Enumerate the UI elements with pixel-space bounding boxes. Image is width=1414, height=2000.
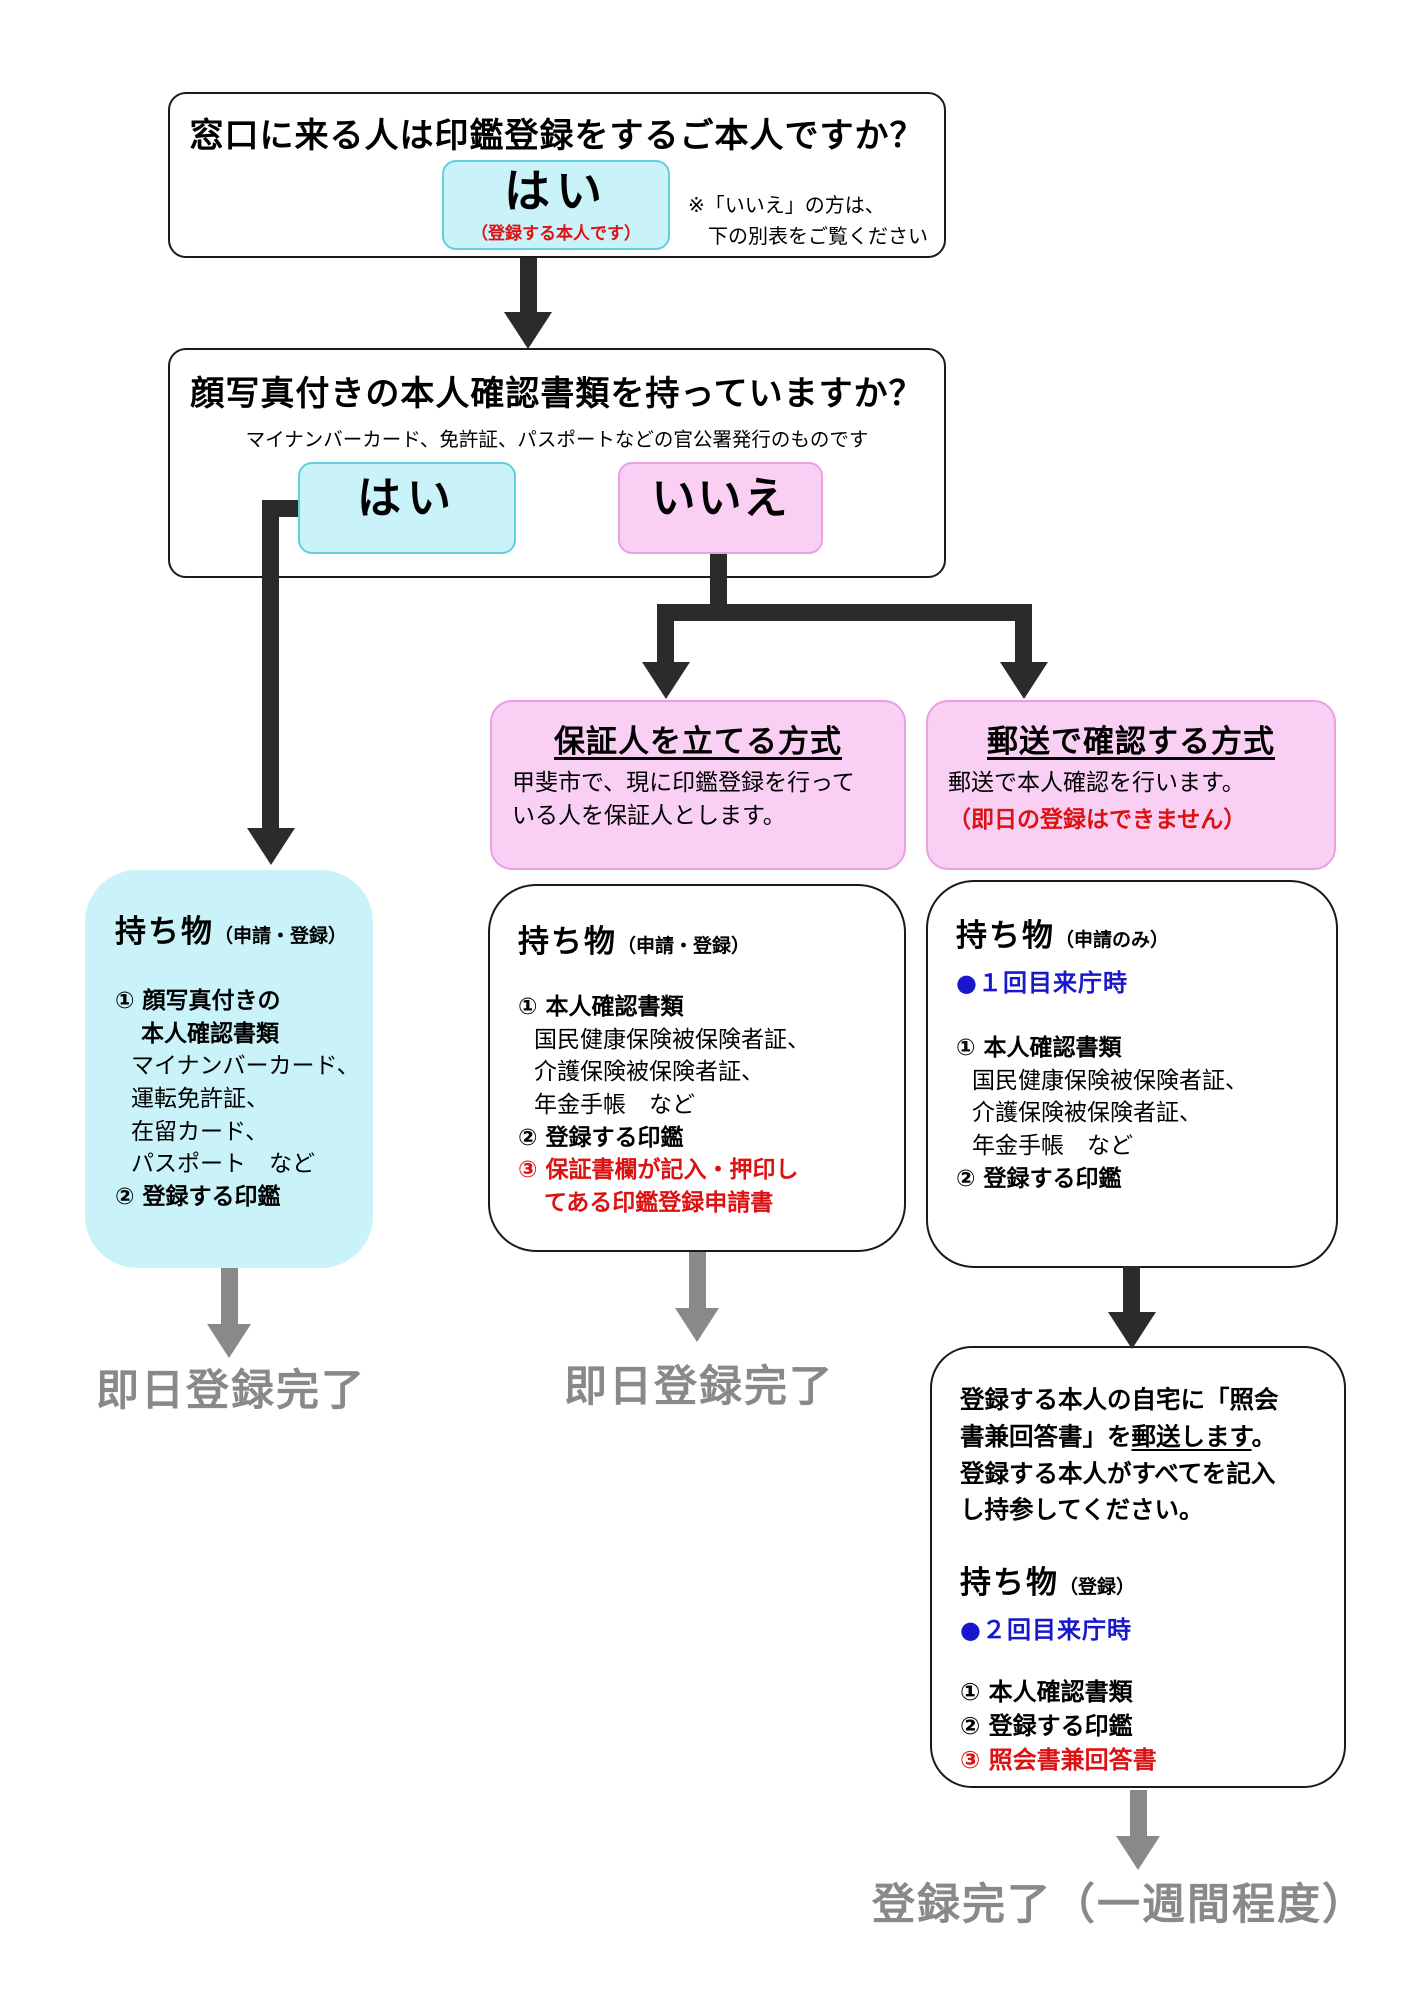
question2-yes-button: はい [298,462,516,554]
photo-id-items-box: 持ち物（申請・登録） ① 顔写真付きの 本人確認書類 マイナンバーカード、 運転… [85,870,373,1268]
no-branch-stem [710,552,727,620]
followup-para-line2c: 。 [1251,1421,1277,1451]
final-outcome-label: 登録完了（一週間程度） [872,1880,1367,1930]
yes-branch-arrowhead [247,828,295,865]
no-branch-left-vertical [657,604,674,664]
followup-item-1: ① 本人確認書類 [960,1678,1133,1706]
mail-heading-text: 持ち物 [956,918,1055,954]
photo-id-item-1: ① 顔写真付きの [115,988,281,1014]
question2-yes-label: はい [357,473,457,524]
mail-followup-box: 登録する本人の自宅に「照会 書兼回答書」を郵送します。 登録する本人がすべてを記… [930,1346,1346,1788]
no-branch-left-arrowhead [642,662,690,699]
side-note-line1: ※「いいえ」の方は、 [688,193,885,217]
photo-id-item-2: ② 登録する印鑑 [115,1183,281,1210]
photo-id-heading-text: 持ち物 [115,914,214,950]
mail-items-box: 持ち物（申請のみ） ●１回目来庁時 ① 本人確認書類 国民健康保険被保険者証、 … [926,880,1338,1268]
no-branch-horizontal-bar [657,604,1032,621]
yes-branch-vertical-segment [262,500,279,830]
photo-id-example-1: マイナンバーカード、 [131,1053,360,1080]
question1-side-note: ※「いいえ」の方は、 下の別表をご覧ください [688,190,948,252]
mail-method-box: 郵送で確認する方式 郵送で本人確認を行います。 （即日の登録はできません） [926,700,1336,870]
question1-title: 窓口に来る人は印鑑登録をするご本人ですか？ [189,116,925,156]
mail-example-2: 介護保険被保険者証、 [972,1100,1202,1127]
photo-id-heading-note: （申請・登録） [214,925,348,947]
guarantor-example-1: 国民健康保険被保険者証、 [534,1026,810,1053]
guarantor-body-line2: いる人を保証人とします。 [512,802,786,829]
followup-para-line4: し持参してください。 [960,1495,1204,1525]
guarantor-method-box: 保証人を立てる方式 甲斐市で、現に印鑑登録を行って いる人を保証人とします。 [490,700,906,870]
guarantor-example-2: 介護保険被保険者証、 [534,1059,764,1086]
followup-heading-note: （登録） [1059,1576,1136,1598]
mail-items-heading: 持ち物（申請のみ） [956,910,1336,955]
mail-item-1: ① 本人確認書類 [956,1035,1122,1061]
photo-id-example-3: 在留カード、 [131,1118,269,1145]
outcome-mid-arrowhead [675,1308,719,1342]
outcome-mid-arrow-shaft [689,1252,706,1310]
no-branch-right-arrowhead [1000,662,1048,699]
followup-para-line3: 登録する本人がすべてを記入 [960,1458,1276,1488]
guarantor-method-title: 保証人を立てる方式 [554,724,842,760]
followup-heading-text: 持ち物 [960,1565,1059,1601]
outcome-left-label: 即日登録完了 [96,1366,366,1416]
followup-second-visit-note: ●２回目来庁時 [960,1616,1132,1644]
mail-example-1: 国民健康保険被保険者証、 [972,1067,1248,1094]
guarantor-example-3: 年金手帳 など [534,1091,695,1118]
question2-no-button: いいえ [618,462,823,554]
question1-box: 窓口に来る人は印鑑登録をするご本人ですか？ はい （登録する本人です） ※「いい… [168,92,946,258]
question2-subtitle: マイナンバーカード、免許証、パスポートなどの官公署発行のものです [245,428,869,451]
question1-yes-label: はい [504,164,608,218]
question1-yes-button: はい （登録する本人です） [442,160,670,250]
guarantor-items-box: 持ち物（申請・登録） ① 本人確認書類 国民健康保険被保険者証、 介護保険被保険… [488,884,906,1252]
mail-item-2: ② 登録する印鑑 [956,1165,1122,1192]
followup-items-heading: 持ち物（登録） [960,1557,1344,1602]
photo-id-item-1b: 本人確認書類 [141,1020,279,1047]
mail-method-title: 郵送で確認する方式 [987,724,1275,760]
followup-item-3: ③ 照会書兼回答書 [960,1746,1157,1775]
followup-para-line1: 登録する本人の自宅に「照会 [960,1385,1279,1414]
followup-item-2: ② 登録する印鑑 [960,1712,1133,1741]
guarantor-item-2: ② 登録する印鑑 [518,1124,684,1151]
mail-method-body: 郵送で本人確認を行います。 [948,770,1245,796]
photo-id-items-heading: 持ち物（申請・登録） [115,906,373,951]
outcome-left-arrow-shaft [221,1268,238,1326]
arrow-q1-q2-shaft [520,258,537,314]
question2-box: 顔写真付きの本人確認書類を持っていますか？ マイナンバーカード、免許証、パスポー… [168,348,946,578]
question2-title: 顔写真付きの本人確認書類を持っていますか？ [190,374,924,414]
followup-para-line2: 書兼回答書」を郵送します。 [960,1419,1344,1456]
guarantor-item-3b: てある印鑑登録申請書 [544,1189,774,1216]
question1-yes-note: （登録する本人です） [471,223,641,244]
photo-id-example-2: 運転免許証、 [131,1085,269,1112]
mail-heading-note: （申請のみ） [1055,929,1170,951]
guarantor-heading-note: （申請・登録） [617,935,751,957]
guarantor-method-body: 甲斐市で、現に印鑑登録を行って いる人を保証人とします。 [492,761,904,832]
mail-first-visit-note: ●１回目来庁時 [956,969,1128,997]
outcome-mid-label: 即日登録完了 [564,1362,834,1412]
followup-para-line2a: 書兼回答書」を [960,1421,1132,1451]
side-note-line2: 下の別表をご覧ください [708,224,928,248]
photo-id-example-4: パスポート など [131,1151,315,1178]
guarantor-items-heading: 持ち物（申請・登録） [518,916,904,961]
guarantor-heading-text: 持ち物 [518,924,617,960]
guarantor-item-1: ① 本人確認書類 [518,994,684,1020]
guarantor-body-line1: 甲斐市で、現に印鑑登録を行って [512,770,855,796]
no-branch-right-vertical [1015,604,1032,664]
question2-no-label: いいえ [651,473,790,524]
outcome-left-arrowhead [207,1324,251,1358]
arrow-q1-q2-head [504,312,552,349]
mail-followup-arrowhead [1108,1312,1156,1349]
mail-example-3: 年金手帳 など [972,1132,1133,1159]
final-outcome-arrow-shaft [1130,1790,1147,1838]
final-outcome-arrowhead [1116,1836,1160,1870]
followup-para-line2b-underlined: 郵送します [1131,1421,1252,1451]
guarantor-item-3: ③ 保証書欄が記入・押印し [518,1157,799,1184]
mail-method-caution: （即日の登録はできません） [948,806,1247,833]
mail-followup-arrow-shaft [1123,1266,1140,1314]
